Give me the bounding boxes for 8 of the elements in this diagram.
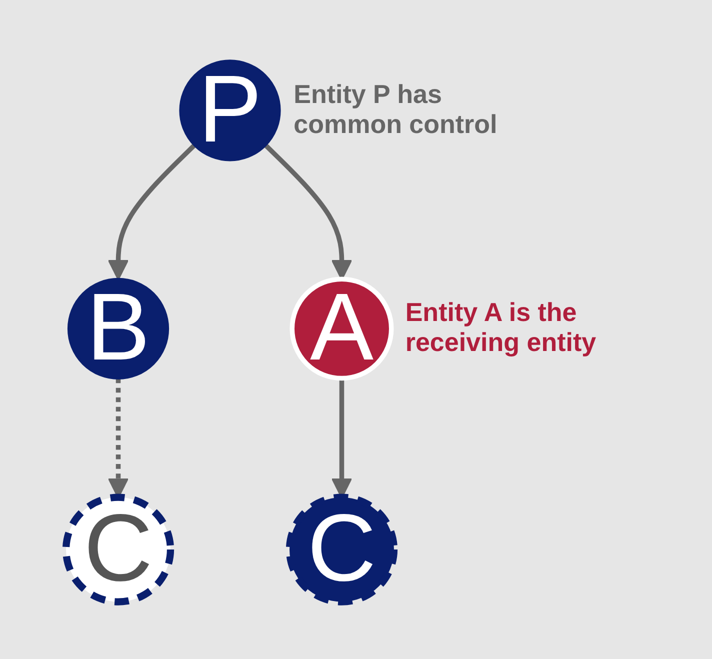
node-circle: C <box>62 493 174 605</box>
node-caption: Entity A is the receiving entity <box>405 298 598 358</box>
node-circle: A <box>290 276 394 380</box>
node-caption: Entity P has common control <box>294 80 498 140</box>
arrow <box>108 142 196 280</box>
node-circle: C <box>286 493 398 605</box>
node-circle: P <box>179 59 281 161</box>
node-circle: B <box>67 277 170 379</box>
